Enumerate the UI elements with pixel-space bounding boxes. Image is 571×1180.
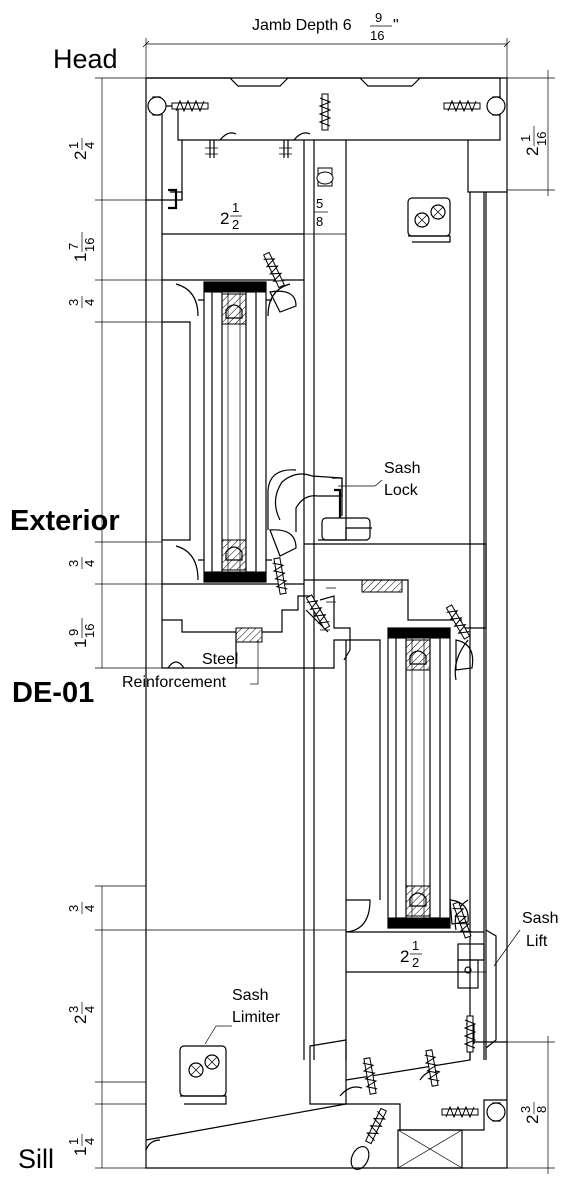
dim-3-4-a: 3 4 xyxy=(66,296,97,308)
svg-text:3: 3 xyxy=(66,299,81,306)
lower-sash xyxy=(345,603,484,973)
svg-text:9: 9 xyxy=(66,629,81,636)
meeting-rail xyxy=(304,543,487,661)
head-label: Head xyxy=(53,44,118,74)
sash-lock-label-1: Sash xyxy=(384,460,420,477)
balance-clip-screws xyxy=(205,132,311,158)
sill-label: Sill xyxy=(18,1144,54,1174)
sash-lift-label-1: Sash xyxy=(522,910,558,927)
svg-text:2: 2 xyxy=(232,217,239,232)
dim-3-4-b: 3 4 xyxy=(66,557,97,569)
jamb-depth-num: 9 xyxy=(375,10,382,25)
jamb-depth-inch: " xyxy=(393,17,399,34)
jamb-depth-dimension: Jamb Depth 6 9 16 " xyxy=(142,10,511,78)
head-screw-vertical xyxy=(316,93,334,187)
head-screw-right xyxy=(443,96,506,116)
dim-3-4-c: 3 4 xyxy=(66,902,97,914)
dim-5-8: 5 8 xyxy=(314,196,328,229)
steel-reinforcement-callout: Steel Reinforcement xyxy=(122,640,259,691)
dim-2-3-4: 2 3 4 xyxy=(66,1002,97,1024)
steel-label-2: Reinforcement xyxy=(122,674,227,691)
svg-text:4: 4 xyxy=(82,299,97,306)
detail-id-label: DE-01 xyxy=(12,677,94,709)
svg-text:2: 2 xyxy=(523,1115,542,1124)
dim-2-1-2-upper: 2 1 2 xyxy=(220,200,242,232)
svg-text:4: 4 xyxy=(82,142,97,149)
exterior-label: Exterior xyxy=(10,505,120,537)
sash-lock-label-2: Lock xyxy=(384,482,419,499)
svg-text:2: 2 xyxy=(400,947,409,966)
svg-text:2: 2 xyxy=(523,147,542,156)
svg-text:2: 2 xyxy=(220,209,229,228)
left-dimension-lines xyxy=(95,77,346,1169)
svg-text:1: 1 xyxy=(71,639,90,648)
svg-text:3: 3 xyxy=(66,1006,81,1013)
svg-text:4: 4 xyxy=(82,1006,97,1013)
svg-text:5: 5 xyxy=(316,196,323,211)
svg-text:1: 1 xyxy=(66,1138,81,1145)
svg-text:3: 3 xyxy=(518,1106,533,1113)
svg-text:4: 4 xyxy=(82,1138,97,1145)
sash-limiter-label-1: Sash xyxy=(232,987,268,1004)
svg-text:8: 8 xyxy=(534,1106,549,1113)
dim-1-1-4: 1 1 4 xyxy=(66,1134,97,1156)
svg-text:8: 8 xyxy=(316,214,323,229)
svg-text:2: 2 xyxy=(71,1015,90,1024)
svg-text:2: 2 xyxy=(71,151,90,160)
svg-text:2: 2 xyxy=(412,955,419,970)
upper-sash xyxy=(162,233,346,669)
svg-text:1: 1 xyxy=(71,1147,90,1156)
svg-text:4: 4 xyxy=(82,560,97,567)
svg-text:16: 16 xyxy=(534,132,549,146)
corner-bracket-top xyxy=(407,197,451,243)
sash-limiter-label-2: Limiter xyxy=(232,1009,281,1026)
jamb-depth-den: 16 xyxy=(370,28,384,43)
dim-2-1-16: 2 1 16 xyxy=(518,126,549,156)
dim-1-7-16: 1 7 16 xyxy=(66,232,97,262)
svg-text:4: 4 xyxy=(82,905,97,912)
jamb-depth-label: Jamb Depth 6 xyxy=(252,17,352,34)
svg-text:1: 1 xyxy=(66,142,81,149)
svg-text:3: 3 xyxy=(66,560,81,567)
svg-text:1: 1 xyxy=(518,135,533,142)
svg-text:16: 16 xyxy=(82,624,97,638)
svg-text:1: 1 xyxy=(412,938,419,953)
dim-2-3-8: 2 3 8 xyxy=(518,1102,549,1124)
sash-limiter: Sash Limiter xyxy=(179,987,281,1105)
svg-text:16: 16 xyxy=(82,238,97,252)
steel-label-1: Steel xyxy=(202,651,238,668)
dim-2-1-2-lower: 2 1 2 xyxy=(400,938,422,970)
sash-lift-label-2: Lift xyxy=(526,933,548,950)
svg-text:1: 1 xyxy=(71,253,90,262)
sash-lift: Sash Lift xyxy=(457,910,558,1049)
dim-1-9-16: 1 9 16 xyxy=(66,618,97,648)
sash-lock: Sash Lock xyxy=(267,460,420,541)
right-dimension-lines xyxy=(507,70,555,1174)
svg-text:7: 7 xyxy=(66,243,81,250)
svg-text:1: 1 xyxy=(232,200,239,215)
sill-section xyxy=(145,1015,507,1170)
dim-2-1-4: 2 1 4 xyxy=(66,138,97,160)
svg-text:3: 3 xyxy=(66,905,81,912)
horizontal-dimension-lines xyxy=(162,233,486,973)
